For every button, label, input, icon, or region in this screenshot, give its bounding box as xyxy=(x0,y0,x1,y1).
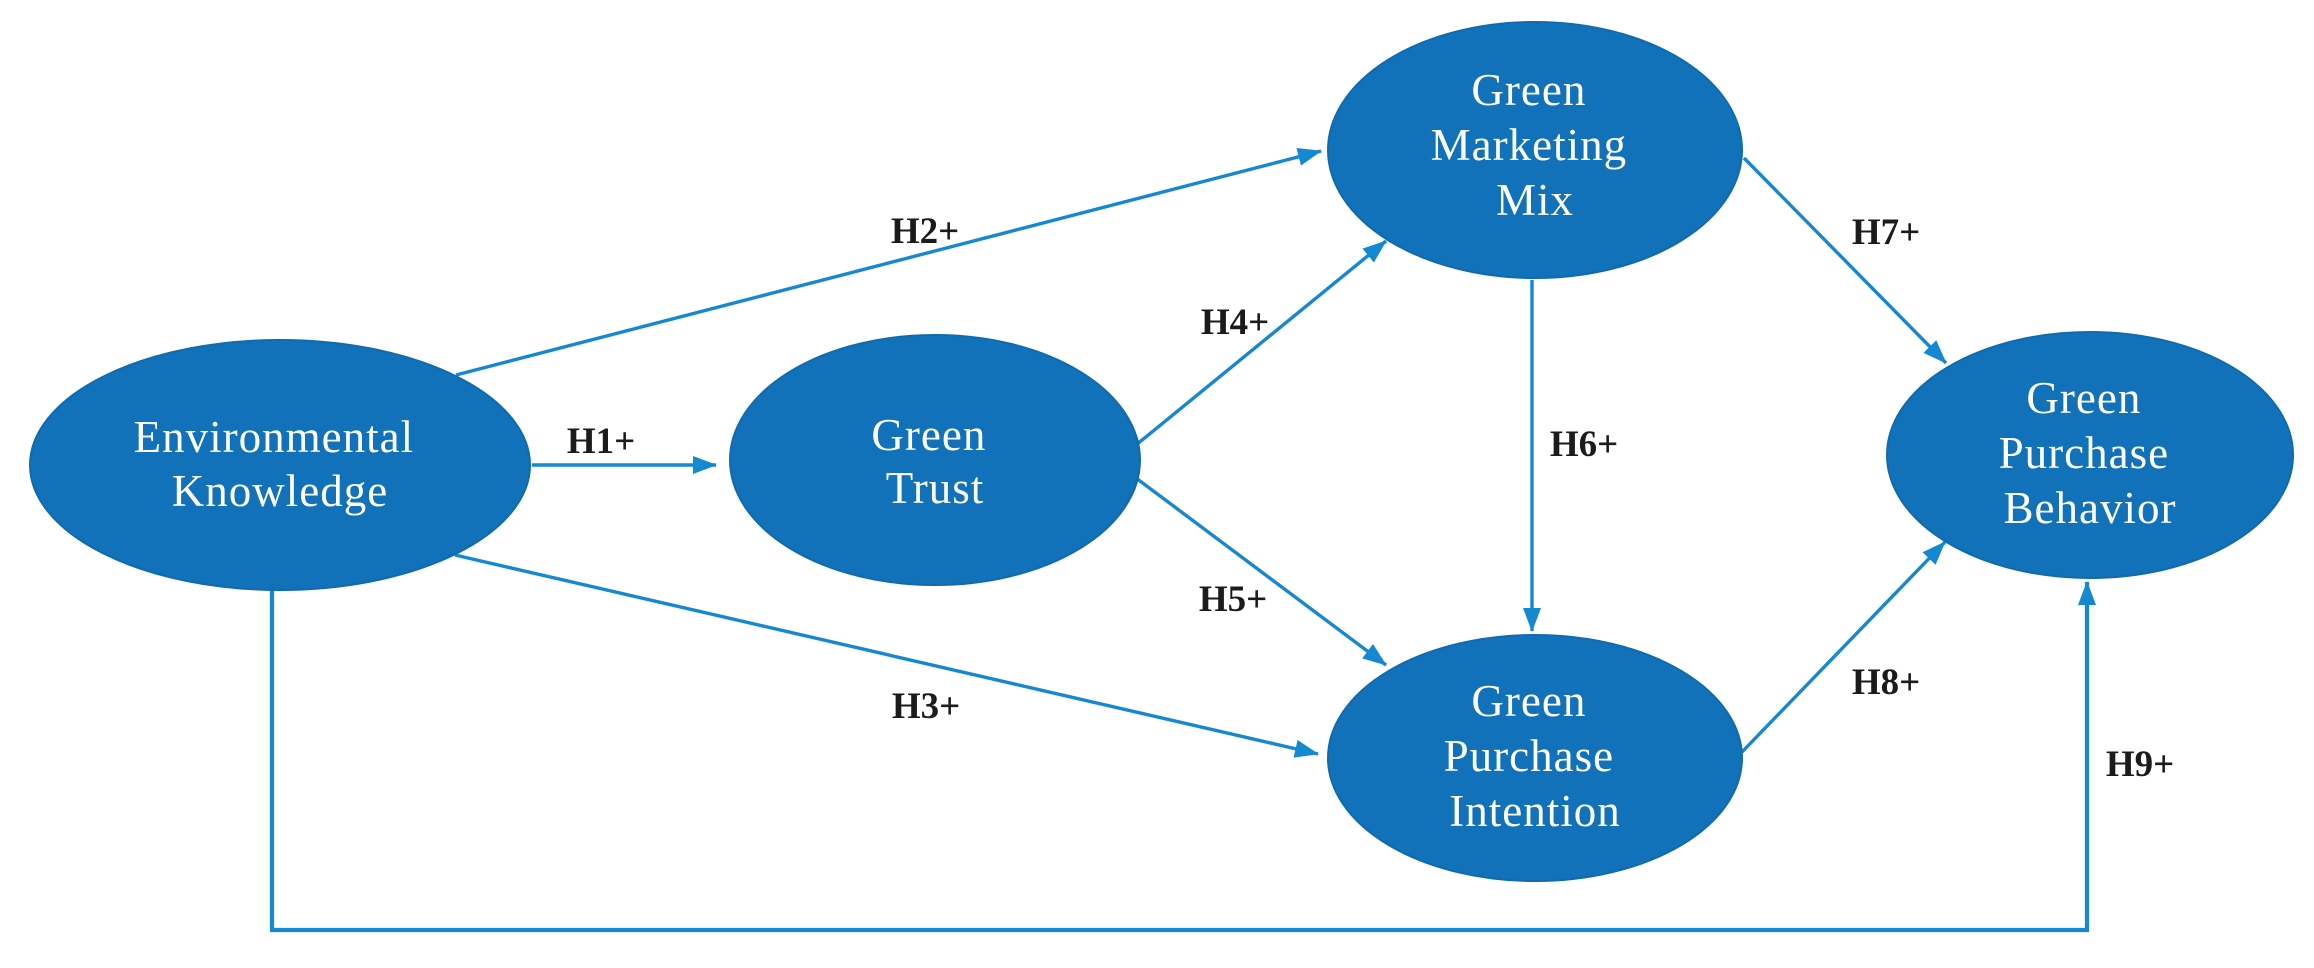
label-h6: H6+ xyxy=(1550,424,1618,465)
node-green-marketing-mix: Green Marketing Mix xyxy=(1327,21,1743,279)
green-purchase-behavior-label: Green Purchase Behavior xyxy=(1999,373,2182,533)
green-purchase-intention-ellipse xyxy=(1327,634,1743,882)
arrow-h3 xyxy=(454,553,1319,758)
green-trust-ellipse xyxy=(729,334,1141,586)
arrow-h4 xyxy=(1134,239,1388,447)
label-h4: H4+ xyxy=(1201,302,1269,343)
label-h1: H1+ xyxy=(567,421,635,462)
label-h9: H9+ xyxy=(2106,744,2174,785)
arrow-h9 xyxy=(269,581,2096,933)
green-marketing-mix-label: Green Marketing Mix xyxy=(1431,65,1640,225)
green-purchase-behavior-ellipse xyxy=(1886,331,2294,579)
node-green-purchase-intention: Green Purchase Intention xyxy=(1327,634,1743,882)
node-green-trust: Green Trust xyxy=(729,334,1141,586)
green-trust-label: Green Trust xyxy=(871,410,998,513)
label-h2: H2+ xyxy=(891,211,959,252)
edges xyxy=(269,148,2096,933)
arrow-h5 xyxy=(1134,476,1388,667)
environmental-knowledge-ellipse xyxy=(29,339,531,591)
arrow-h8 xyxy=(1740,540,1947,754)
arrow-h2 xyxy=(455,148,1322,377)
label-h3: H3+ xyxy=(892,686,960,727)
green-marketing-mix-ellipse xyxy=(1327,21,1743,279)
node-green-purchase-behavior: Green Purchase Behavior xyxy=(1886,331,2294,579)
label-h5: H5+ xyxy=(1199,579,1267,620)
node-environmental-knowledge: Environmental Knowledge xyxy=(29,339,531,591)
environmental-knowledge-label: Environmental Knowledge xyxy=(134,412,427,516)
green-purchase-intention-label: Green Purchase Intention xyxy=(1444,676,1627,836)
arrow-h7 xyxy=(1742,156,1948,365)
hypothesis-labels: H1+ H2+ H3+ H4+ H5+ H6+ H7+ H8+ H9+ xyxy=(567,211,2174,785)
label-h7: H7+ xyxy=(1852,212,1920,253)
label-h8: H8+ xyxy=(1852,662,1920,703)
